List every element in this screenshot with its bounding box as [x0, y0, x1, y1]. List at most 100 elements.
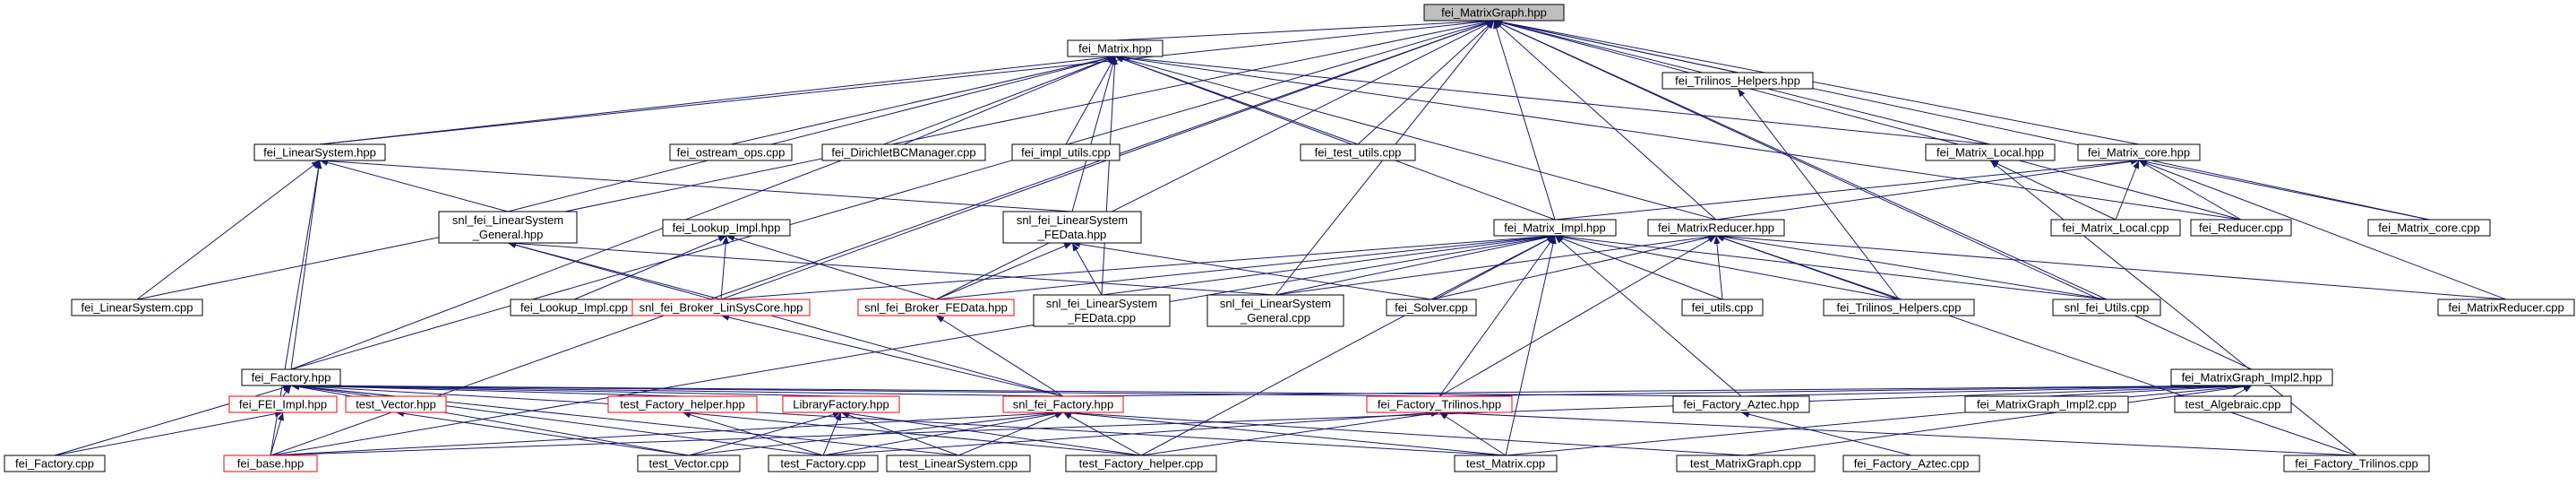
node-fei-factory-cpp[interactable]: fei_Factory.cpp: [4, 455, 106, 472]
node-fei-utils-cpp[interactable]: fei_utils.cpp: [1681, 299, 1764, 316]
node-box: [1681, 299, 1764, 316]
edge: [1140, 410, 1440, 456]
dependency-edge-test_Factory_helper_cpp-to-fei_Factory_Trilinos_hpp: [1140, 410, 1440, 456]
node-label: _General.hpp: [472, 228, 544, 241]
dependency-edge-test_MatrixGraph_cpp-to-snl_fei_Factory_hpp: [1062, 409, 1747, 456]
node-fei-lookup-impl-hpp[interactable]: fei_Lookup_Impl.hpp: [662, 219, 791, 237]
node-label: fei_Factory_Aztec.cpp: [1854, 457, 1970, 471]
node-fei-dirichletbcmanager[interactable]: fei_DirichletBCManager.cpp: [821, 143, 986, 161]
node-box: [345, 395, 447, 413]
node-label: _FEData.cpp: [1067, 311, 1136, 325]
node-snl-linsysfedata-hpp[interactable]: snl_fei_LinearSystem_FEData.hpp: [1002, 211, 1142, 244]
node-label: fei_LinearSystem.cpp: [81, 301, 193, 315]
node-libraryfactory-hpp[interactable]: LibraryFactory.hpp: [782, 395, 900, 413]
edge: [1071, 240, 1432, 300]
node-fei-factory-aztec-hpp[interactable]: fei_Factory_Aztec.hpp: [1672, 395, 1810, 413]
dependency-edge-test_LinearSystem_cpp-to-LibraryFactory_hpp: [840, 411, 959, 456]
node-fei-ostream-ops[interactable]: fei_ostream_ops.cpp: [669, 143, 793, 161]
node-fei-impl-utils[interactable]: fei_impl_utils.cpp: [1011, 143, 1121, 161]
node-fei-matrixgraph-impl2-cpp[interactable]: fei_MatrixGraph_Impl2.cpp: [1964, 395, 2129, 413]
node-box: [2367, 219, 2491, 237]
node-label: test_Factory_helper.cpp: [1079, 457, 1204, 471]
dependency-edge-fei_Factory_Aztec_cpp-to-fei_Factory_Aztec_hpp: [1740, 411, 1912, 456]
edge: [290, 382, 842, 397]
edge: [507, 55, 1116, 212]
dependency-edge-test_Factory_cpp-to-LibraryFactory_hpp: [822, 411, 842, 456]
edge: [720, 235, 729, 300]
node-fei-test-utils[interactable]: fei_test_utils.cpp: [1300, 143, 1416, 161]
node-fei-fei-impl-hpp[interactable]: fei_FEI_Impl.hpp: [228, 395, 338, 413]
node-fei-reducer-cpp[interactable]: fei_Reducer.cpp: [2190, 219, 2292, 237]
edge: [1715, 233, 2108, 300]
node-test-matrix-cpp[interactable]: test_Matrix.cpp: [1454, 455, 1558, 472]
node-test-matrixgraph-cpp[interactable]: test_MatrixGraph.cpp: [1676, 455, 1816, 472]
edge: [290, 20, 1495, 370]
edge: [935, 242, 1073, 300]
node-fei-matrixgraph-impl2-hpp[interactable]: fei_MatrixGraph_Impl2.hpp: [2170, 368, 2333, 386]
dependency-edge-snl_fei_Utils_cpp-to-fei_Matrix_Impl_hpp: [1554, 233, 2108, 300]
node-test-factory-helper-hpp[interactable]: test_Factory_helper.hpp: [607, 395, 758, 413]
dependency-edge-fei_Trilinos_Helpers_cpp-to-fei_Matrix_Impl_hpp: [1554, 234, 1900, 300]
dependency-edge-fei_Matrix_Impl_hpp-to-fei_Matrix_core_hpp: [1554, 158, 2140, 221]
dependency-edge-snl_LinSysFEData_hpp-to-fei_Matrix: [1071, 56, 1117, 212]
dependency-edge-fei_LinearSystem_hpp-to-fei_Matrix: [319, 54, 1116, 145]
edge: [1989, 160, 2117, 221]
dependency-edge-fei_LinearSystem_cpp-to-root: [136, 19, 1495, 300]
node-label: snl_fei_LinearSystem: [1220, 297, 1331, 310]
node-snl-linsys-fedata-cpp[interactable]: snl_fei_LinearSystem_FEData.cpp: [1033, 294, 1171, 327]
dependency-edge-snl_LinSys_General_cpp-to-fei_MatrixReducer_hpp: [1275, 233, 1717, 296]
node-test-vector-hpp[interactable]: test_Vector.hpp: [345, 395, 447, 413]
node-fei-factory-aztec-cpp[interactable]: fei_Factory_Aztec.cpp: [1842, 455, 1980, 472]
edge: [290, 382, 1742, 397]
edge: [840, 410, 1142, 456]
node-snl-linsys-general-cpp[interactable]: snl_fei_LinearSystem_General.cpp: [1206, 294, 1344, 327]
node-box: [857, 299, 1015, 316]
node-fei-trilinos-helpers-cpp[interactable]: fei_Trilinos_Helpers.cpp: [1823, 299, 1975, 316]
dependency-edge-fei_Factory_Trilinos_cpp-to-fei_Factory_Trilinos_hpp: [1438, 409, 2357, 456]
node-test-linearsystem-cpp[interactable]: test_LinearSystem.cpp: [886, 455, 1031, 472]
node-test-algebraic-cpp[interactable]: test_Algebraic.cpp: [2174, 395, 2292, 413]
edge: [1493, 20, 1717, 221]
node-fei-matrix-core-hpp[interactable]: fei_Matrix_core.hpp: [2077, 143, 2201, 161]
node-fei-factory-hpp[interactable]: fei_Factory.hpp: [241, 368, 341, 386]
node-box: [1842, 455, 1980, 472]
node-fei-factory-trilinos-hpp[interactable]: fei_Factory_Trilinos.hpp: [1366, 395, 1513, 413]
node-fei-matrix-impl-hpp[interactable]: fei_Matrix_Impl.hpp: [1493, 219, 1617, 237]
node-root[interactable]: fei_MatrixGraph.hpp: [1423, 4, 1565, 22]
node-snl-broker-linsyscore[interactable]: snl_fei_Broker_LinSysCore.hpp: [631, 299, 811, 316]
edge: [1493, 19, 2242, 221]
node-test-vector-cpp[interactable]: test_Vector.cpp: [637, 455, 741, 472]
node-box: [438, 211, 578, 244]
node-fei-matrix-local-cpp[interactable]: fei_Matrix_Local.cpp: [2050, 219, 2181, 237]
edge: [730, 55, 1116, 145]
node-fei-matrix-core-cpp[interactable]: fei_Matrix_core.cpp: [2367, 219, 2491, 237]
edge: [726, 235, 937, 300]
node-fei-solver-cpp[interactable]: fei_Solver.cpp: [1386, 299, 1477, 316]
dependency-edge-test_Factory_helper_cpp-to-fei_Matrix_Impl_hpp: [1140, 235, 1556, 456]
node-snl-linsysgeneral-hpp[interactable]: snl_fei_LinearSystem_General.hpp: [438, 211, 578, 244]
dependency-edge-snl_fei_Factory_hpp-to-fei_MatrixGraph_Impl2_hpp: [1062, 382, 2253, 397]
node-fei-linearsystem-hpp[interactable]: fei_LinearSystem.hpp: [253, 143, 386, 161]
node-fei-matrixreducer-cpp[interactable]: fei_MatrixReducer.cpp: [2437, 299, 2575, 316]
dependency-edge-snl_LinSys_FEData_cpp-to-snl_LinSysFEData_hpp: [1071, 242, 1103, 296]
node-snl-fei-utils-cpp[interactable]: snl_fei_Utils.cpp: [2052, 299, 2161, 316]
dependency-edge-fei_impl_utils-to-fei_Matrix: [1065, 56, 1116, 145]
dependency-edge-fei_Factory_Aztec_hpp-to-fei_Matrix_Impl_hpp: [1554, 235, 1742, 397]
node-fei-matrix-local-hpp[interactable]: fei_Matrix_Local.hpp: [1925, 143, 2056, 161]
node-snl-fei-factory-hpp[interactable]: snl_fei_Factory.hpp: [1002, 395, 1124, 413]
node-test-factory-cpp[interactable]: test_Factory.cpp: [768, 455, 879, 472]
node-test-factory-helper-cpp[interactable]: test_Factory_helper.cpp: [1065, 455, 1217, 472]
node-fei-base-hpp[interactable]: fei_base.hpp: [223, 455, 318, 472]
node-fei-linearsystem-cpp[interactable]: fei_LinearSystem.cpp: [71, 299, 203, 316]
node-label: fei_MatrixGraph_Impl2.cpp: [1977, 398, 2117, 411]
node-fei-trilinos-helpers-hpp[interactable]: fei_Trilinos_Helpers.hpp: [1662, 72, 1814, 90]
node-fei-matrixreducer-hpp[interactable]: fei_MatrixReducer.hpp: [1647, 219, 1785, 237]
node-fei-factory-trilinos-cpp[interactable]: fei_Factory_Trilinos.cpp: [2283, 455, 2430, 472]
edge: [1438, 382, 2253, 397]
node-snl-broker-fedata[interactable]: snl_fei_Broker_FEData.hpp: [857, 299, 1015, 316]
node-fei-lookup-impl-cpp[interactable]: fei_Lookup_Impl.cpp: [510, 299, 639, 316]
edge: [270, 411, 284, 456]
node-box: [1493, 219, 1617, 237]
node-label: fei_MatrixReducer.hpp: [1658, 221, 1774, 235]
node-fei-matrix[interactable]: fei_Matrix.hpp: [1067, 39, 1163, 57]
